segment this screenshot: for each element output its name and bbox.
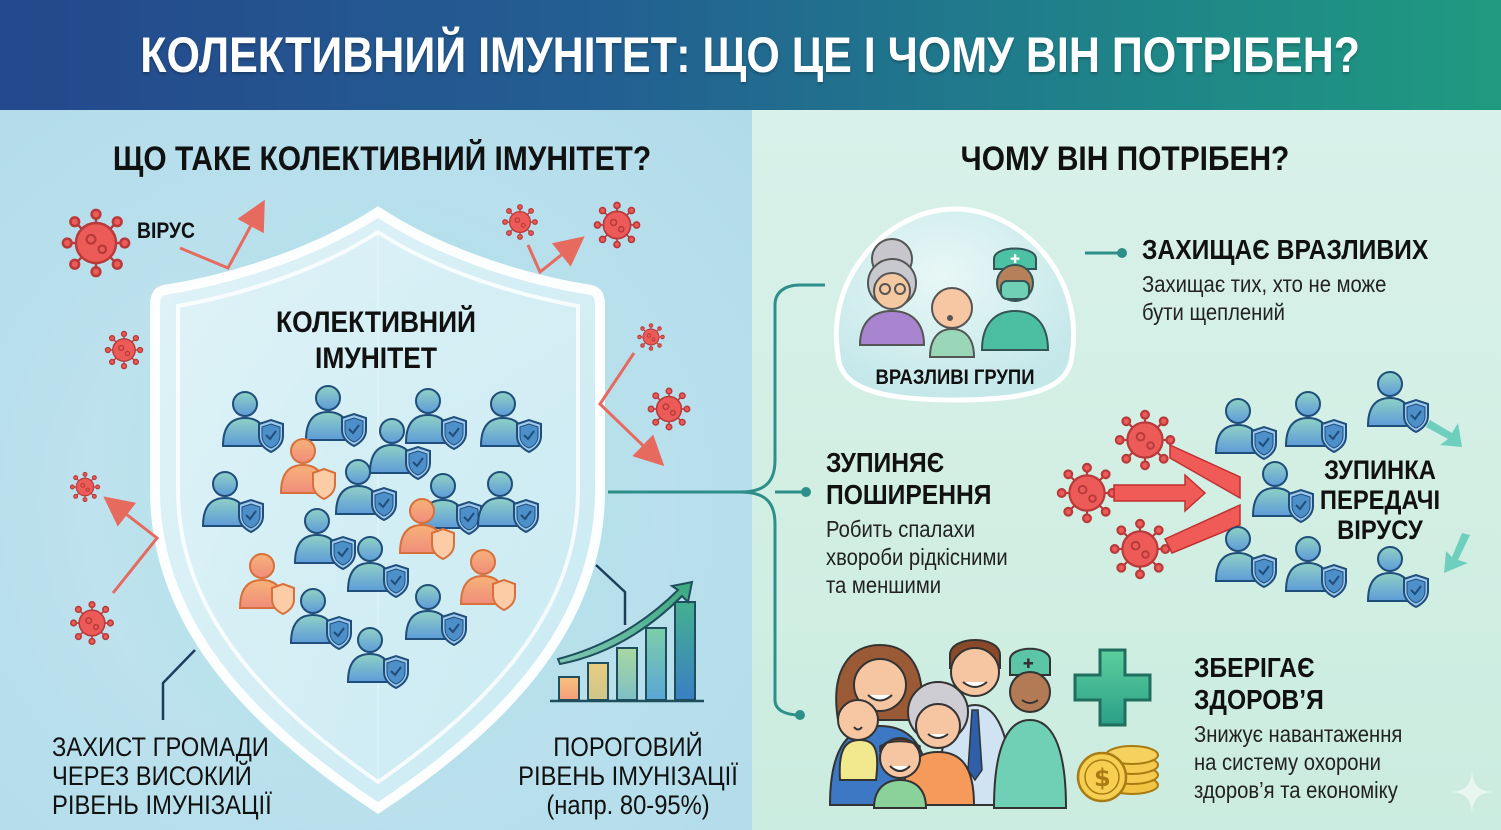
header-banner: КОЛЕКТИВНИЙ ІМУНІТЕТ: ЩО ЦЕ І ЧОМУ ВІН П… bbox=[0, 0, 1501, 110]
boy-icon bbox=[872, 737, 928, 809]
shield-title-line1: КОЛЕКТИВНИЙ bbox=[275, 306, 477, 339]
community-protection-label: ЗАХИСТ ГРОМАДИ ЧЕРЕЗ ВИСОКИЙ РІВЕНЬ ІМУН… bbox=[52, 733, 272, 820]
virus-icon bbox=[1056, 462, 1118, 524]
vaccinated-person-icon bbox=[1215, 398, 1277, 460]
benefit-desc-line2: хвороби рідкісними bbox=[826, 544, 1008, 570]
coins-icon: $ bbox=[1076, 745, 1159, 803]
arrow-icon bbox=[1113, 473, 1207, 513]
community-label-line3: РІВЕНЬ ІМУНІЗАЦІЇ bbox=[52, 790, 272, 820]
vulnerable-groups-label: ВРАЗЛИВІ ГРУПИ bbox=[875, 366, 1035, 389]
stop-label-line3: ВІРУСУ bbox=[1337, 515, 1423, 545]
svg-text:$: $ bbox=[1094, 764, 1111, 792]
threshold-label-line1: ПОРОГОВИЙ bbox=[553, 732, 703, 762]
health-economy-icons: $ bbox=[1073, 648, 1159, 803]
benefit-desc-line3: та меншими bbox=[826, 572, 942, 598]
benefit-desc-line2: бути щеплений bbox=[1142, 299, 1285, 325]
vaccinated-person-icon bbox=[1367, 371, 1429, 433]
threshold-bar-chart bbox=[550, 580, 704, 703]
benefit-preserves-health: ЗБЕРІГАЄ ЗДОРОВ’Я Знижує навантаження на… bbox=[1194, 652, 1402, 804]
benefit-desc-line1: Захищає тих, хто не може bbox=[1142, 271, 1387, 297]
benefit-title-line1: ЗУПИНЯЄ bbox=[826, 447, 945, 478]
virus-label: ВІРУС bbox=[137, 218, 196, 243]
baby-icon bbox=[837, 699, 879, 781]
stop-label-line1: ЗУПИНКА bbox=[1324, 455, 1436, 485]
vulnerable-groups-bubble: ✚ bbox=[833, 206, 1077, 403]
vaccinated-person-icon bbox=[1215, 526, 1277, 588]
family-graphic: ✚ bbox=[828, 639, 1068, 809]
vaccinated-person-icon bbox=[1285, 536, 1347, 598]
benefit-protects-vulnerable: ЗАХИЩАЄ ВРАЗЛИВИХ Захищає тих, хто не мо… bbox=[1142, 234, 1428, 326]
shield-title: КОЛЕКТИВНИЙ ІМУНІТЕТ bbox=[244, 305, 508, 377]
benefit-desc-line3: здоров’я та економіку bbox=[1194, 777, 1398, 803]
transmission-stop-label: ЗУПИНКА ПЕРЕДАЧІ ВІРУСУ bbox=[1310, 455, 1451, 545]
transmission-stop-graphic bbox=[1056, 371, 1470, 608]
virus-icon bbox=[1114, 409, 1176, 471]
threshold-label: ПОРОГОВИЙ РІВЕНЬ ІМУНІЗАЦІЇ (напр. 80-95… bbox=[514, 733, 743, 820]
svg-text:✚: ✚ bbox=[1023, 657, 1034, 672]
benefit-desc-line2: на систему охорони bbox=[1194, 749, 1381, 775]
community-label-line2: ЧЕРЕЗ ВИСОКИЙ bbox=[52, 761, 252, 791]
curved-arrow-icon bbox=[1444, 533, 1470, 573]
baby-icon bbox=[928, 287, 976, 358]
vaccinated-person-icon bbox=[1252, 461, 1314, 523]
curved-arrow-icon bbox=[1426, 420, 1462, 447]
benefit-stops-spread: ЗУПИНЯЄ ПОШИРЕННЯ Робить спалахи хвороби… bbox=[826, 447, 1008, 599]
vaccinated-person-icon bbox=[1367, 546, 1429, 608]
medical-cross-icon bbox=[1073, 648, 1152, 727]
doctor-icon: ✚ bbox=[992, 647, 1068, 809]
vaccinated-person-icon bbox=[1285, 391, 1347, 453]
sparkle-icon bbox=[1452, 772, 1492, 812]
benefit-desc-line1: Робить спалахи bbox=[826, 516, 976, 542]
grandma-icon bbox=[900, 681, 976, 806]
community-label-line1: ЗАХИСТ ГРОМАДИ bbox=[52, 732, 269, 762]
threshold-label-line3: (напр. 80-95%) bbox=[546, 790, 710, 820]
svg-text:✚: ✚ bbox=[1010, 252, 1020, 266]
stop-label-line2: ПЕРЕДАЧІ bbox=[1319, 485, 1441, 515]
section-title-why-needed: ЧОМУ ВІН ПОТРІБЕН? bbox=[960, 140, 1290, 178]
benefit-title-line2: ЗДОРОВ’Я bbox=[1194, 684, 1324, 715]
threshold-label-line2: РІВЕНЬ ІМУНІЗАЦІЇ bbox=[518, 761, 738, 791]
shield-title-line2: ІМУНІТЕТ bbox=[314, 342, 438, 375]
benefit-desc-line1: Знижує навантаження bbox=[1194, 721, 1403, 747]
page-title: КОЛЕКТИВНИЙ ІМУНІТЕТ: ЩО ЦЕ І ЧОМУ ВІН П… bbox=[140, 27, 1361, 83]
virus-deflection-graphics bbox=[61, 199, 691, 720]
doctor-icon: ✚ bbox=[980, 247, 1050, 351]
benefit-title-line2: ПОШИРЕННЯ bbox=[826, 479, 992, 510]
benefit-title-line1: ЗБЕРІГАЄ bbox=[1194, 652, 1315, 683]
grandma-icon bbox=[858, 238, 926, 346]
virus-icon bbox=[1109, 518, 1171, 580]
benefit-title: ЗАХИЩАЄ ВРАЗЛИВИХ bbox=[1142, 234, 1429, 265]
